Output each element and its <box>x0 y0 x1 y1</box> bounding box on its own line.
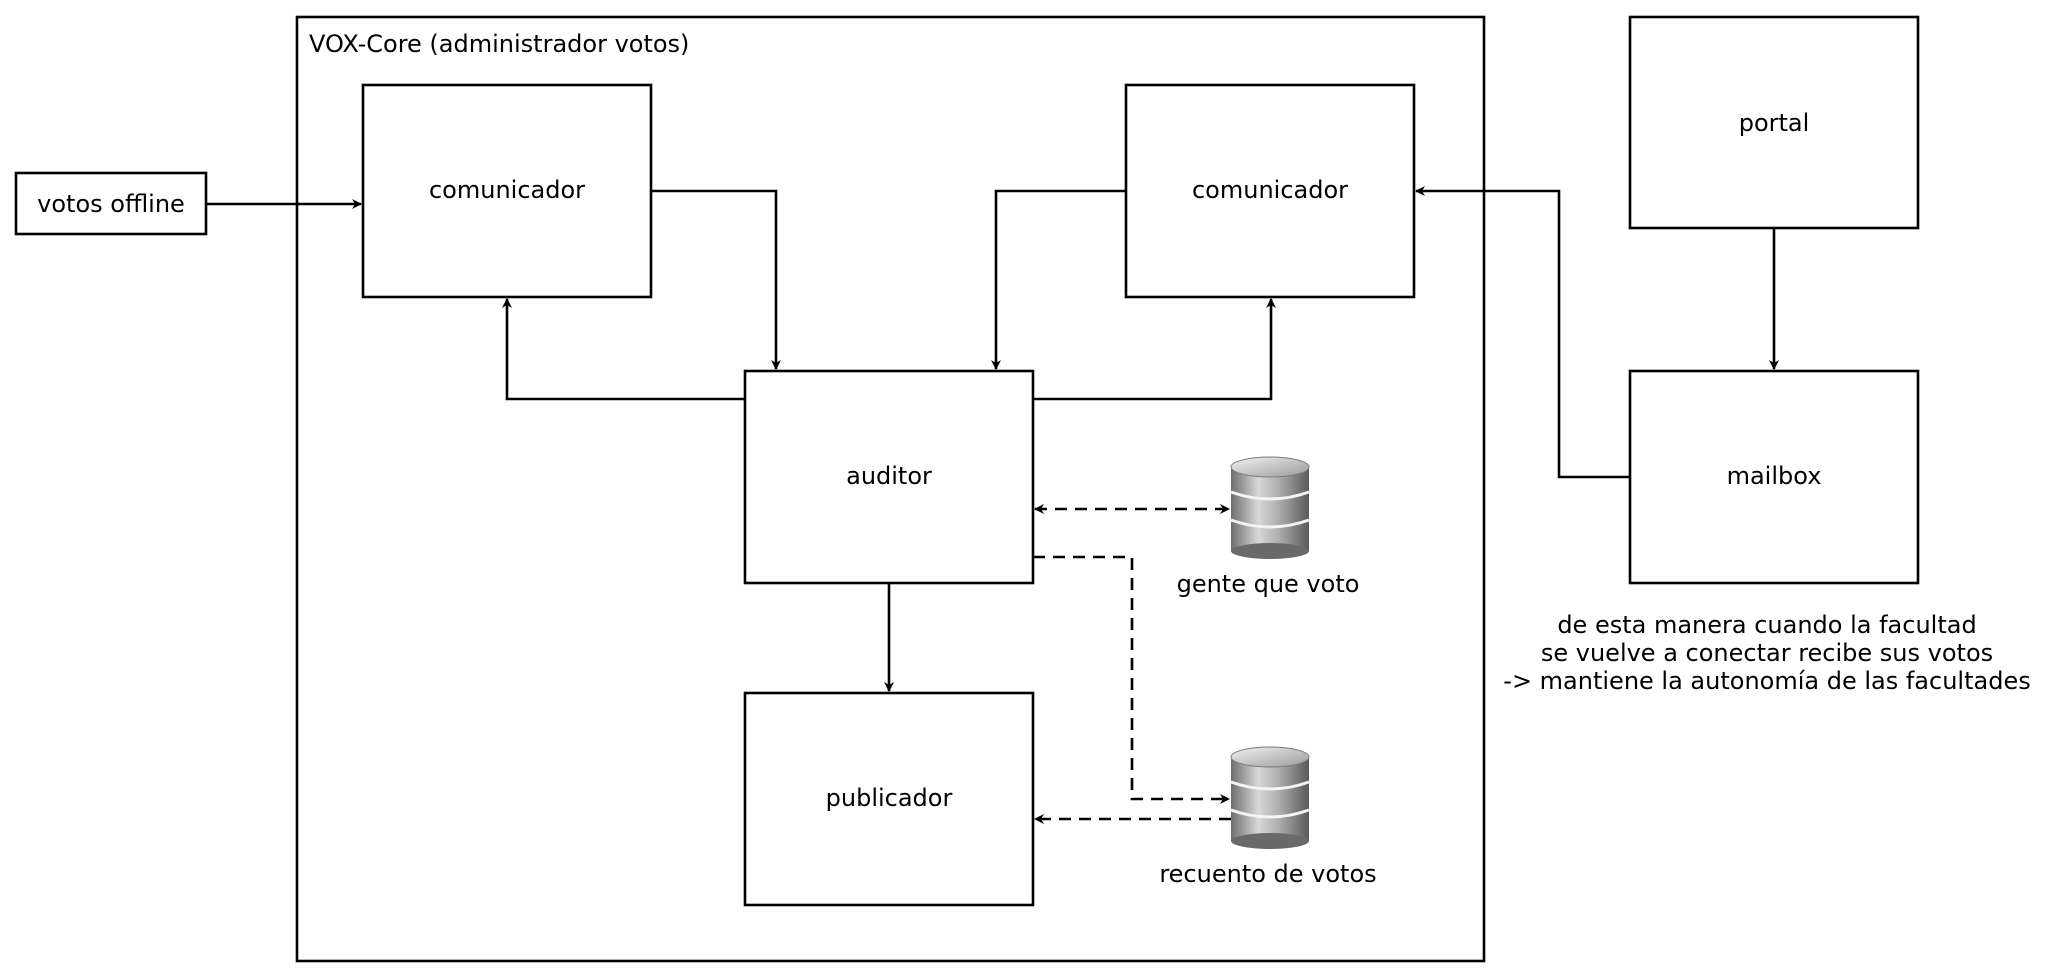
node-mailbox[interactable]: mailbox <box>1628 369 1920 585</box>
note: de esta manera cuando la facultad se vue… <box>1503 611 2030 695</box>
edge-auditor-to-recuento-de-votos[interactable] <box>1033 555 1230 804</box>
database-gente-que-voto-label: gente que voto <box>1177 570 1360 598</box>
container-title: VOX-Core (administrador votos) <box>309 30 689 58</box>
node-portal-label: portal <box>1739 109 1810 137</box>
node-auditor-label: auditor <box>846 462 932 490</box>
database-recuento-de-votos-label: recuento de votos <box>1159 860 1376 888</box>
edge-comunicador-left-to-auditor[interactable] <box>651 189 781 370</box>
node-votos-offline-label: votos offline <box>37 190 185 218</box>
edge-auditor-to-comunicador-left[interactable] <box>502 298 745 401</box>
edges <box>206 186 1779 824</box>
edge-comunicador-right-to-auditor[interactable] <box>991 189 1126 370</box>
node-comunicador-right-label: comunicador <box>1192 176 1348 204</box>
edge-mailbox-to-comunicador-right[interactable] <box>1415 186 1630 479</box>
database-icon <box>1230 746 1310 849</box>
edge-auditor-to-comunicador-right[interactable] <box>1033 298 1276 401</box>
database-recuento-de-votos[interactable]: recuento de votos <box>1159 746 1377 888</box>
node-auditor[interactable]: auditor <box>743 369 1035 585</box>
node-comunicador-right[interactable]: comunicador <box>1124 83 1416 299</box>
note-line-1: de esta manera cuando la facultad <box>1557 611 1976 639</box>
database-gente-que-voto[interactable]: gente que voto <box>1177 456 1360 598</box>
node-comunicador-left[interactable]: comunicador <box>361 83 653 299</box>
node-portal[interactable]: portal <box>1628 15 1920 230</box>
node-votos-offline[interactable]: votos offline <box>14 171 208 236</box>
node-publicador[interactable]: publicador <box>743 691 1035 907</box>
node-comunicador-left-label: comunicador <box>429 176 585 204</box>
node-mailbox-label: mailbox <box>1727 462 1822 490</box>
note-line-2: se vuelve a conectar recibe sus votos <box>1541 639 1993 667</box>
database-icon <box>1230 456 1310 559</box>
node-publicador-label: publicador <box>826 784 953 812</box>
note-line-3: -> mantiene la autonomía de las facultad… <box>1503 667 2030 695</box>
